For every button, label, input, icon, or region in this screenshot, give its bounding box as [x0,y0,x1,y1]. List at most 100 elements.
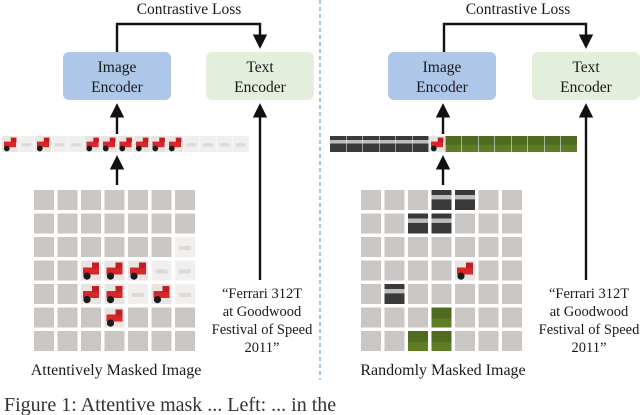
car-body [431,141,443,148]
car-wheel [36,145,43,152]
masked-cell [128,331,148,351]
masked-cell [81,237,101,257]
text-encoder-label-line1: Text [246,59,274,76]
masked-cell [104,190,125,210]
masked-cell [34,190,54,210]
car-wheel [86,145,93,152]
masked-cell [361,237,381,257]
car-wheel [3,145,10,152]
car-wing [126,137,132,143]
masked-cell [57,307,78,328]
image-encoder-label-line1: Image [98,59,137,76]
text-encoder-box [206,52,314,100]
masked-cell [408,307,428,328]
contrastive-loss-title: Contrastive Loss [466,1,571,18]
masked-cell [408,190,428,210]
masked-image-label: Randomly Masked Image [360,362,525,379]
car-wheel [153,296,162,304]
masked-cell [361,331,381,351]
car-body [103,141,115,148]
masked-cell [361,260,381,281]
car-body [106,267,123,275]
car-wheel [102,145,109,152]
car-wheel [106,296,115,304]
caption-text-line4: 2011” [245,340,280,356]
car-body [119,141,132,148]
car-wing [109,137,116,143]
grass-detail [528,144,544,152]
car-body [83,291,99,298]
photo-detail [54,143,65,147]
photo-detail [179,246,191,250]
car-wheel [152,145,159,152]
masked-cell [361,213,381,234]
photo-detail [132,293,144,297]
figure-caption: Figure 1: Attentive mask ... Left: ... i… [4,394,336,415]
masked-cell [151,307,172,328]
road-stripe [412,140,429,144]
masked-cell [502,331,522,351]
masked-cell [361,190,381,210]
road-stripe [330,140,346,144]
masked-cell [151,331,172,351]
car-body [130,267,146,275]
masked-cell [151,190,172,210]
masked-cell [431,237,452,257]
caption-text-line1: “Ferrari 312T [549,286,629,302]
masked-cell [34,260,54,281]
photo-detail [179,293,191,297]
masked-cell [175,190,195,210]
loss-bracket [442,22,594,52]
masked-cell [478,307,499,328]
car-wheel [457,272,465,280]
caption-text-line1: “Ferrari 312T [222,286,302,302]
masked-image-grid [34,190,195,351]
car-wing [10,137,17,143]
photo-detail [236,143,246,147]
masked-cell [478,190,499,210]
masked-cell [478,237,499,257]
road-stripe [455,195,475,200]
car-wing [466,262,473,269]
loss-bracket [115,22,268,52]
masked-cell [151,213,172,234]
photo-detail [21,143,32,147]
masked-cell [57,284,78,304]
car-wheel [130,272,138,280]
road-patch [330,136,346,152]
masked-cell [431,260,452,281]
car-wing [142,137,149,143]
car-body [153,291,170,298]
caption-text-line2: at Goodwood [223,304,302,320]
masked-cell [34,307,54,328]
masked-cell [128,213,148,234]
road-patch [431,213,452,234]
masked-cell [455,284,475,304]
masked-cell [81,190,101,210]
masked-cell [81,213,101,234]
road-patch [346,136,363,152]
car-wing [139,262,146,269]
masked-cell [57,260,78,281]
road-patch [431,190,452,210]
car-wing [115,309,123,316]
grass-detail [561,144,577,152]
masked-cell [104,237,125,257]
left-panel: Contrastive Loss Image Encoder Text Enco… [2,1,314,379]
masked-cell [502,307,522,328]
masked-cell [57,237,78,257]
masked-cell [104,213,125,234]
masked-cell [175,307,195,328]
masked-cell [478,260,499,281]
road-patch [379,136,396,152]
contrastive-loss-title: Contrastive Loss [137,1,242,18]
text-encoder-label-line1: Text [572,59,600,76]
masked-cell [57,190,78,210]
masked-cell [175,213,195,234]
grass-detail [495,144,511,152]
masked-image-grid [361,190,522,351]
caption-text-line2: at Goodwood [550,304,629,320]
masked-cell [431,284,452,304]
masked-cell [502,237,522,257]
car-wheel [135,145,142,152]
